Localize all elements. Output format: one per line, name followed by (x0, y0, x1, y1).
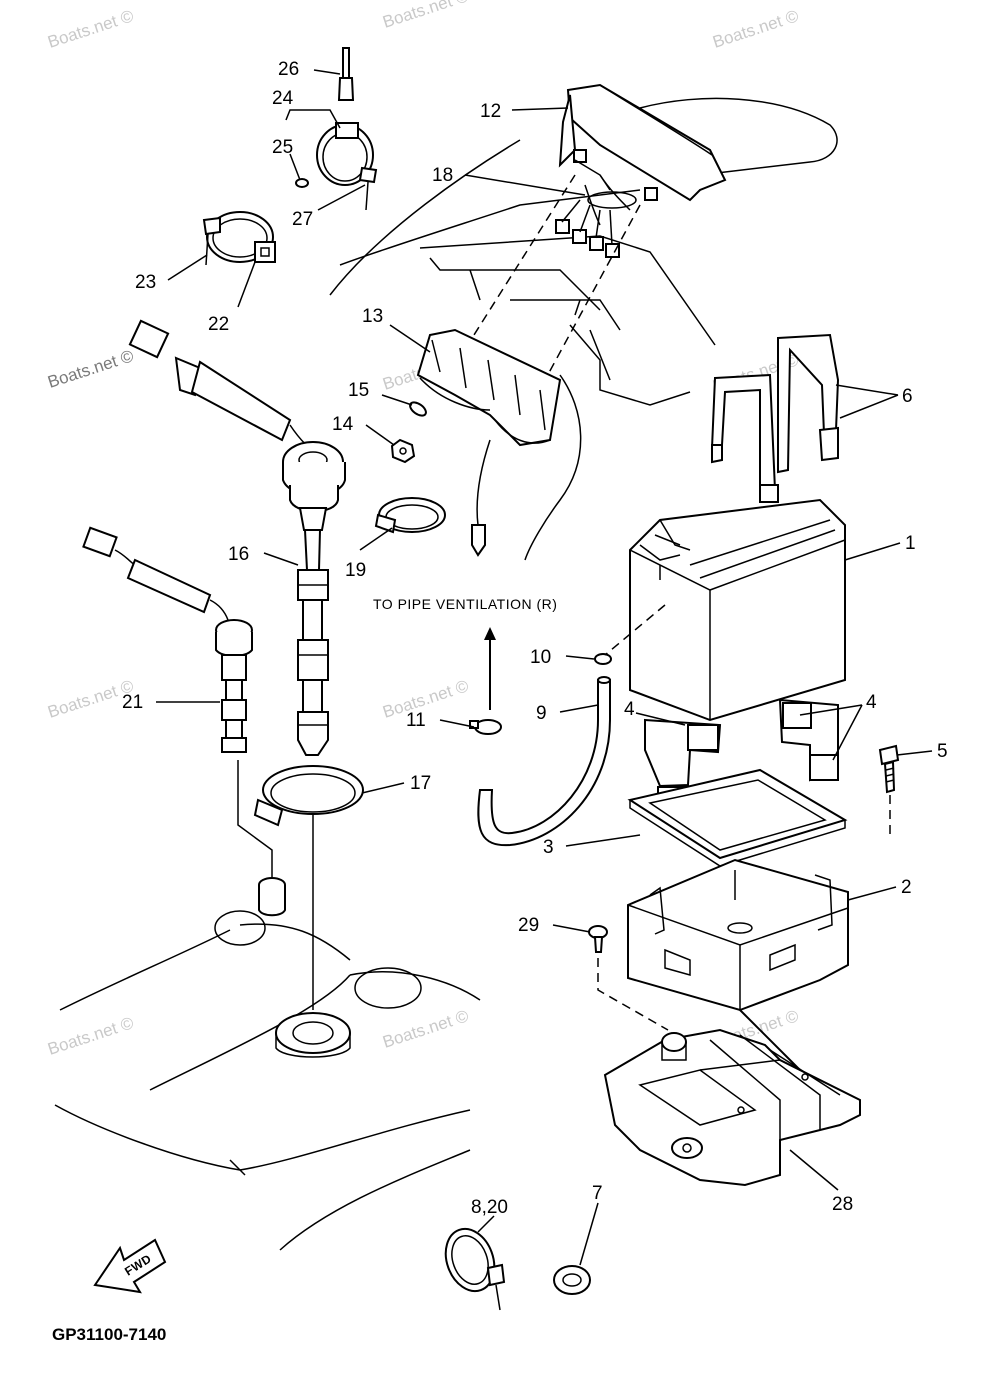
callout-23: 23 (135, 272, 156, 293)
watermark: Boats.net © (45, 6, 136, 52)
callout-9: 9 (536, 703, 547, 724)
part-14-nut (390, 438, 416, 464)
part-3-pad (627, 768, 848, 867)
part-9-hose (477, 676, 611, 847)
callout-leaders (156, 69, 933, 1266)
callout-24: 24 (272, 88, 294, 109)
callout-26: 26 (278, 59, 299, 80)
leader-line (739, 1009, 801, 1071)
leader-dashed (604, 604, 666, 656)
part-21-sensor (82, 526, 253, 753)
callout-8-20: 8,20 (471, 1197, 508, 1218)
callout-27: 27 (292, 209, 313, 230)
watermark: Boats.net © (380, 1006, 471, 1052)
leader-dashed (454, 174, 576, 366)
callout-13: 13 (362, 306, 383, 327)
part-17-clamp (253, 765, 364, 827)
part-6-straps (710, 333, 840, 503)
part-10-washer (594, 653, 612, 665)
watermark: Boats.net © (45, 1013, 136, 1059)
part-7-grommet (553, 1265, 591, 1295)
callout-21: 21 (122, 692, 143, 713)
part-8-20-clamp (444, 1227, 506, 1311)
part-28-plate (603, 1028, 861, 1187)
callout-5: 5 (937, 741, 948, 762)
callout-14: 14 (332, 414, 354, 435)
callout-15: 15 (348, 380, 369, 401)
part-18-harness (555, 174, 637, 258)
callout-29: 29 (518, 915, 539, 936)
callout-labels: 26 24 25 27 12 18 23 22 13 15 14 16 19 6… (52, 59, 948, 1344)
callout-22: 22 (208, 314, 229, 335)
callout-4: 4 (866, 692, 877, 713)
grommet-21 (258, 877, 286, 917)
leader-dashed (544, 204, 641, 381)
vent-tube (476, 439, 491, 526)
callout-7: 7 (592, 1183, 603, 1204)
callout-10: 10 (530, 647, 551, 668)
part-13-cover (416, 328, 562, 447)
callout-25: 25 (272, 137, 293, 158)
leader-line (237, 760, 273, 880)
vent-tube-end (471, 524, 486, 557)
callout-2: 2 (901, 877, 912, 898)
callout-1: 1 (905, 533, 916, 554)
part-5-bolt (878, 744, 900, 835)
callout-11: 11 (406, 710, 426, 731)
vent-note: TO PIPE VENTILATION (R) (373, 596, 557, 612)
part-29-screw (588, 925, 669, 1031)
callout-6: 6 (902, 386, 913, 407)
callout-17: 17 (410, 773, 431, 794)
watermark: Boats.net © (380, 676, 471, 722)
fwd-arrow-icon: FWD (93, 1238, 167, 1294)
part-11-clamp (469, 719, 502, 735)
callout-18: 18 (432, 165, 453, 186)
hull-outline (54, 97, 838, 1251)
part-12-meter (558, 83, 727, 202)
watermark: Boats.net © (45, 346, 136, 392)
watermark: Boats.net © (710, 6, 801, 52)
callout-3: 3 (543, 837, 554, 858)
callout-12: 12 (480, 101, 501, 122)
vent-arrow (484, 627, 496, 710)
part-24-27-clamp (295, 47, 378, 211)
part-19-clamp (374, 497, 446, 534)
part-1-battery (629, 498, 846, 722)
callout-16: 16 (228, 544, 249, 565)
watermark: Boats.net © (380, 0, 471, 32)
callout-4: 4 (624, 699, 635, 720)
part-16-sender (128, 319, 346, 756)
drawing-code: GP31100-7140 (52, 1325, 166, 1344)
part-2-battery-box (627, 858, 849, 1012)
part-22-23-clamp (202, 211, 276, 266)
part-15-washer (409, 401, 427, 417)
callout-19: 19 (345, 560, 366, 581)
callout-28: 28 (832, 1194, 853, 1215)
